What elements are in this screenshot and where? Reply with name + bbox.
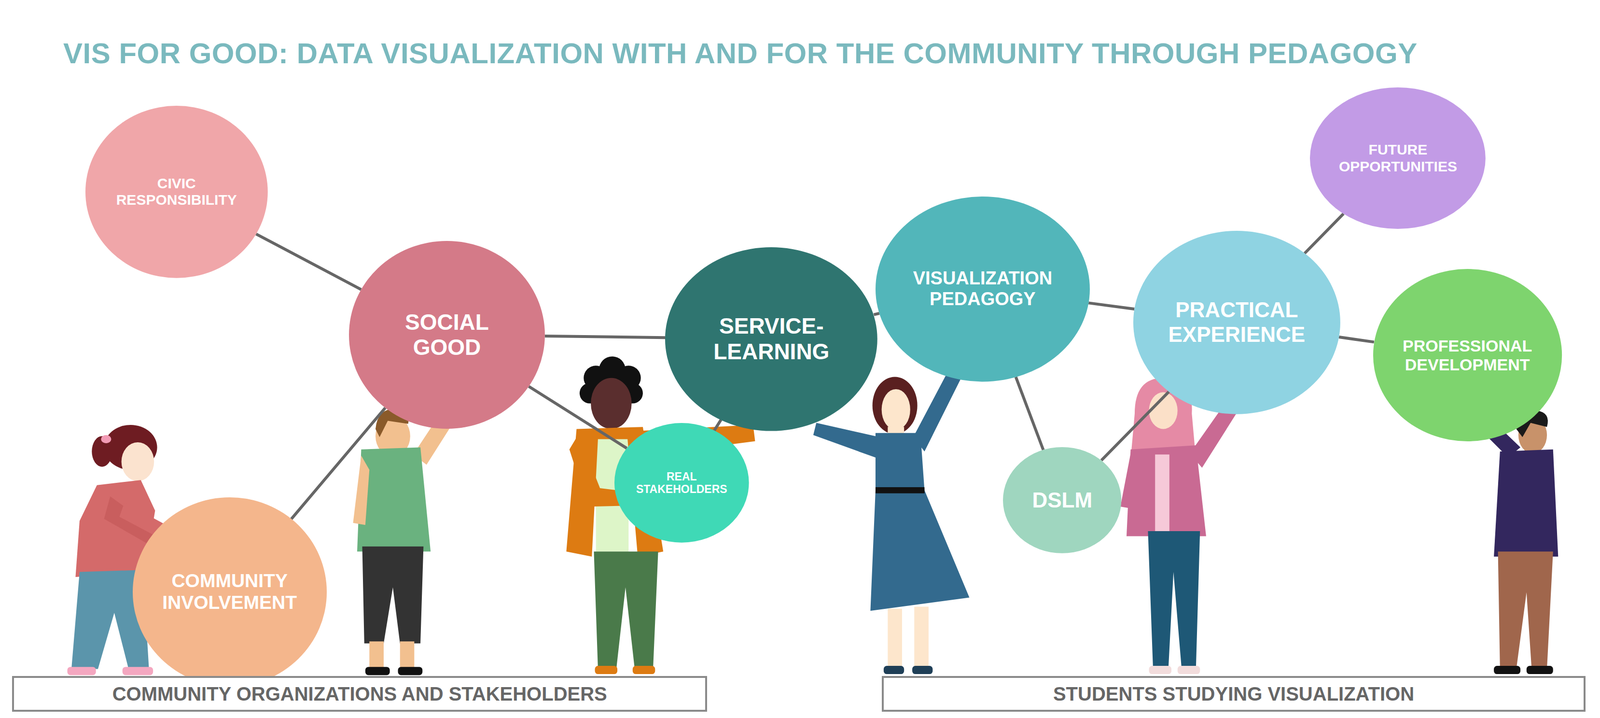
concept-label: DSLM xyxy=(1031,487,1093,513)
connector-line xyxy=(873,313,879,315)
connector-line xyxy=(544,335,666,338)
connector-line xyxy=(1088,302,1135,309)
concept-circle: COMMUNITY INVOLVEMENT xyxy=(132,497,327,687)
concept-label: CIVIC RESPONSIBILITY xyxy=(99,175,254,209)
concept-circle: PROFESSIONAL DEVELOPMENT xyxy=(1373,268,1562,442)
concept-label: COMMUNITY INVOLVEMENT xyxy=(147,570,312,614)
concept-circle: CIVIC RESPONSIBILITY xyxy=(85,105,268,279)
connector-line xyxy=(1304,213,1344,254)
diagram-title: VIS FOR GOOD: DATA VISUALIZATION WITH AN… xyxy=(63,36,1418,70)
connector-line xyxy=(291,407,386,519)
concept-label: SERVICE-LEARNING xyxy=(698,313,844,365)
concept-label: REAL STAKEHOLDERS xyxy=(628,470,735,496)
group-band: COMMUNITY ORGANIZATIONS AND STAKEHOLDERS xyxy=(12,675,708,712)
connector-line xyxy=(528,386,627,448)
concept-label: PROFESSIONAL DEVELOPMENT xyxy=(1387,336,1547,375)
concept-circle: SOCIAL GOOD xyxy=(348,240,545,429)
band-label: COMMUNITY ORGANIZATIONS AND STAKEHOLDERS xyxy=(112,682,608,705)
concept-label: FUTURE OPPORTUNITIES xyxy=(1325,141,1471,175)
concept-circle: DSLM xyxy=(1002,446,1122,554)
concept-circle: VISUALIZATION PEDAGOGY xyxy=(875,196,1090,382)
connector-line xyxy=(714,419,722,431)
concept-label: SOCIAL GOOD xyxy=(384,309,510,361)
concept-label: PRACTICAL EXPERIENCE xyxy=(1149,297,1324,347)
connector-line xyxy=(1101,391,1169,460)
concept-circle: PRACTICAL EXPERIENCE xyxy=(1133,230,1341,415)
concept-circle: REAL STAKEHOLDERS xyxy=(614,422,750,543)
concept-circle: FUTURE OPPORTUNITIES xyxy=(1309,87,1486,229)
concept-label: VISUALIZATION PEDAGOGY xyxy=(890,267,1075,310)
band-label: STUDENTS STUDYING VISUALIZATION xyxy=(1053,682,1415,705)
group-band: STUDENTS STUDYING VISUALIZATION xyxy=(881,675,1587,712)
connector-line xyxy=(1338,336,1375,342)
connector-line xyxy=(1015,376,1044,450)
concept-circle: SERVICE-LEARNING xyxy=(665,247,878,432)
connector-line xyxy=(256,234,362,290)
boy-figure xyxy=(352,387,467,675)
